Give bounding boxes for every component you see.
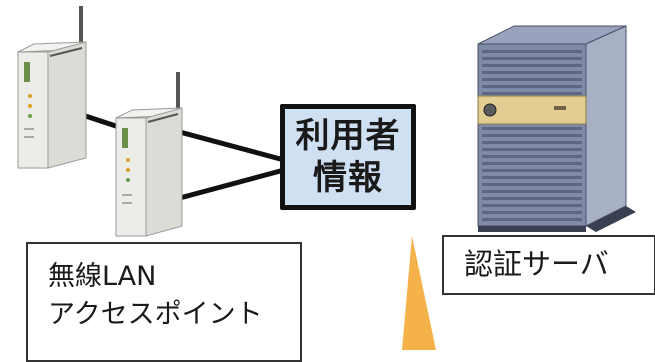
user-info-box: 利用者 情報 [280,104,416,210]
access-point-label-line1: 無線LAN [48,261,157,292]
signal-beam [402,236,436,350]
server-front-grille [482,50,582,221]
server-slat [482,197,582,200]
server-slat [482,162,582,165]
server-slat [482,141,582,144]
access-point-label: 無線LAN アクセスポイント [26,242,302,362]
server-slat [482,211,582,214]
server-slat [482,134,582,137]
server-slat [482,78,582,81]
wireless-access-point-1 [17,6,87,169]
user-info-line2: 情報 [313,158,383,198]
access-point-label-line2: アクセスポイント [48,299,263,330]
server-slat [482,190,582,193]
server-slat [482,148,582,151]
server-slat [482,57,582,60]
auth-server-label: 認証サーバ [442,235,655,295]
auth-server-label-text: 認証サーバ [464,247,609,281]
server-slat [482,183,582,186]
server-slat [482,204,582,207]
server-slat [482,64,582,67]
server-slat [482,71,582,74]
network-diagram [17,6,636,350]
server-slat [482,127,582,130]
server-slat [482,169,582,172]
wireless-access-point-2 [115,72,183,237]
server-slat [482,92,582,95]
user-info-line1: 利用者 [295,116,401,156]
server-slat [482,50,582,53]
server-slat [482,218,582,221]
authentication-server [477,25,636,232]
server-slat [482,85,582,88]
server-slat [482,155,582,158]
server-slat [482,176,582,179]
